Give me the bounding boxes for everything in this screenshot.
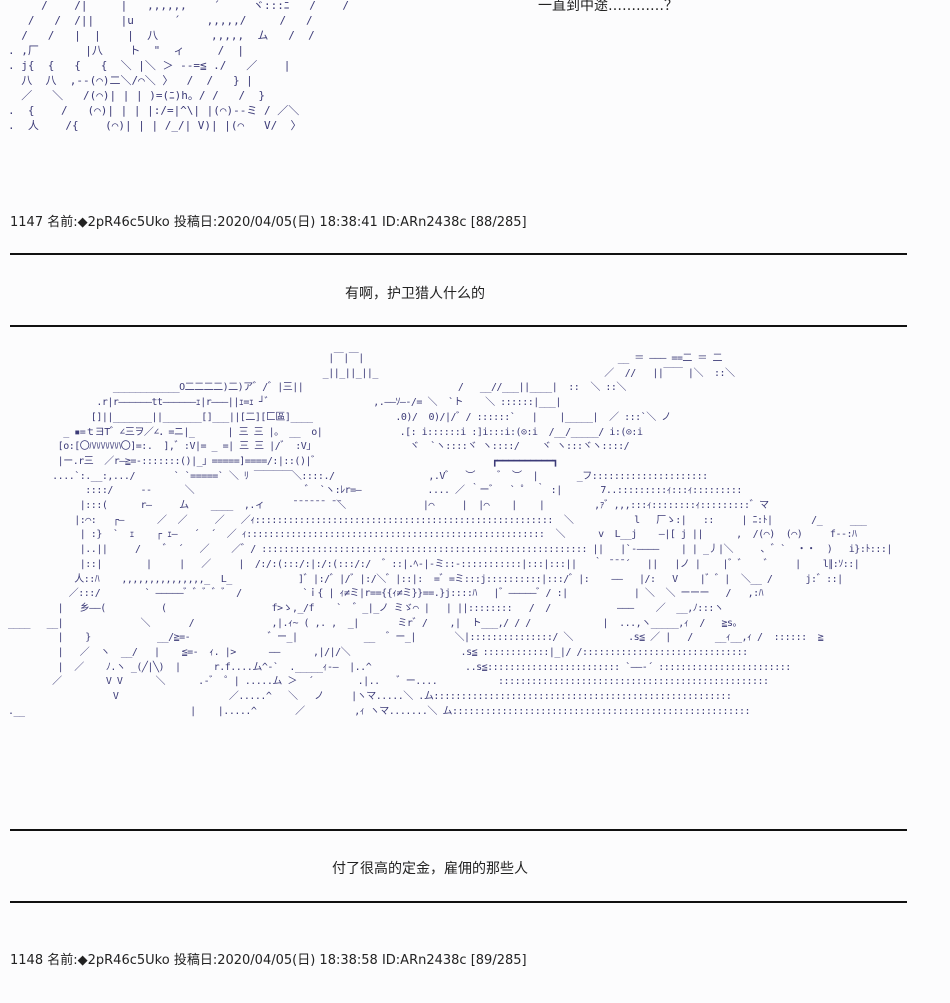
post-date: 2020/04/05(日) 18:38:58 — [217, 953, 378, 968]
ascii-art-top: / /| | ,,,,,, ´ ヾ:::ﾆ / / / / /|| |u ´ ,… — [8, 0, 350, 132]
post-date-label: 投稿日: — [173, 953, 218, 968]
ascii-art-main: |￣|￣| __ ＝ ――― ==二 ＝ 二 _||_||_||_ ／ // |… — [8, 353, 892, 717]
post-header-1147: 1147 名前:◆2pR46c5Uko 投稿日:2020/04/05(日) 18… — [10, 211, 527, 230]
divider — [10, 325, 907, 327]
divider — [10, 253, 907, 255]
post-trip: ◆2pR46c5Uko — [77, 215, 170, 230]
post-name-label: 名前: — [47, 953, 78, 968]
post-id: ID:ARn2438c — [381, 215, 467, 230]
post-id: ID:ARn2438c — [381, 953, 467, 968]
divider — [10, 901, 907, 903]
post-date: 2020/04/05(日) 18:38:41 — [217, 215, 378, 230]
post-trip: ◆2pR46c5Uko — [77, 953, 170, 968]
narration-1: 有啊，护卫猎人什么的 — [345, 286, 485, 302]
post-date-label: 投稿日: — [173, 215, 218, 230]
post-number: 1148 — [10, 953, 44, 968]
post-count: [88/285] — [470, 215, 527, 230]
narration-top: 一直到中途…………？ — [538, 0, 678, 14]
narration-2: 付了很高的定金，雇佣的那些人 — [332, 861, 528, 877]
post-header-1148: 1148 名前:◆2pR46c5Uko 投稿日:2020/04/05(日) 18… — [10, 949, 527, 968]
post-number: 1147 — [10, 215, 44, 230]
divider — [10, 829, 907, 831]
post-name-label: 名前: — [47, 215, 78, 230]
post-count: [89/285] — [470, 953, 527, 968]
